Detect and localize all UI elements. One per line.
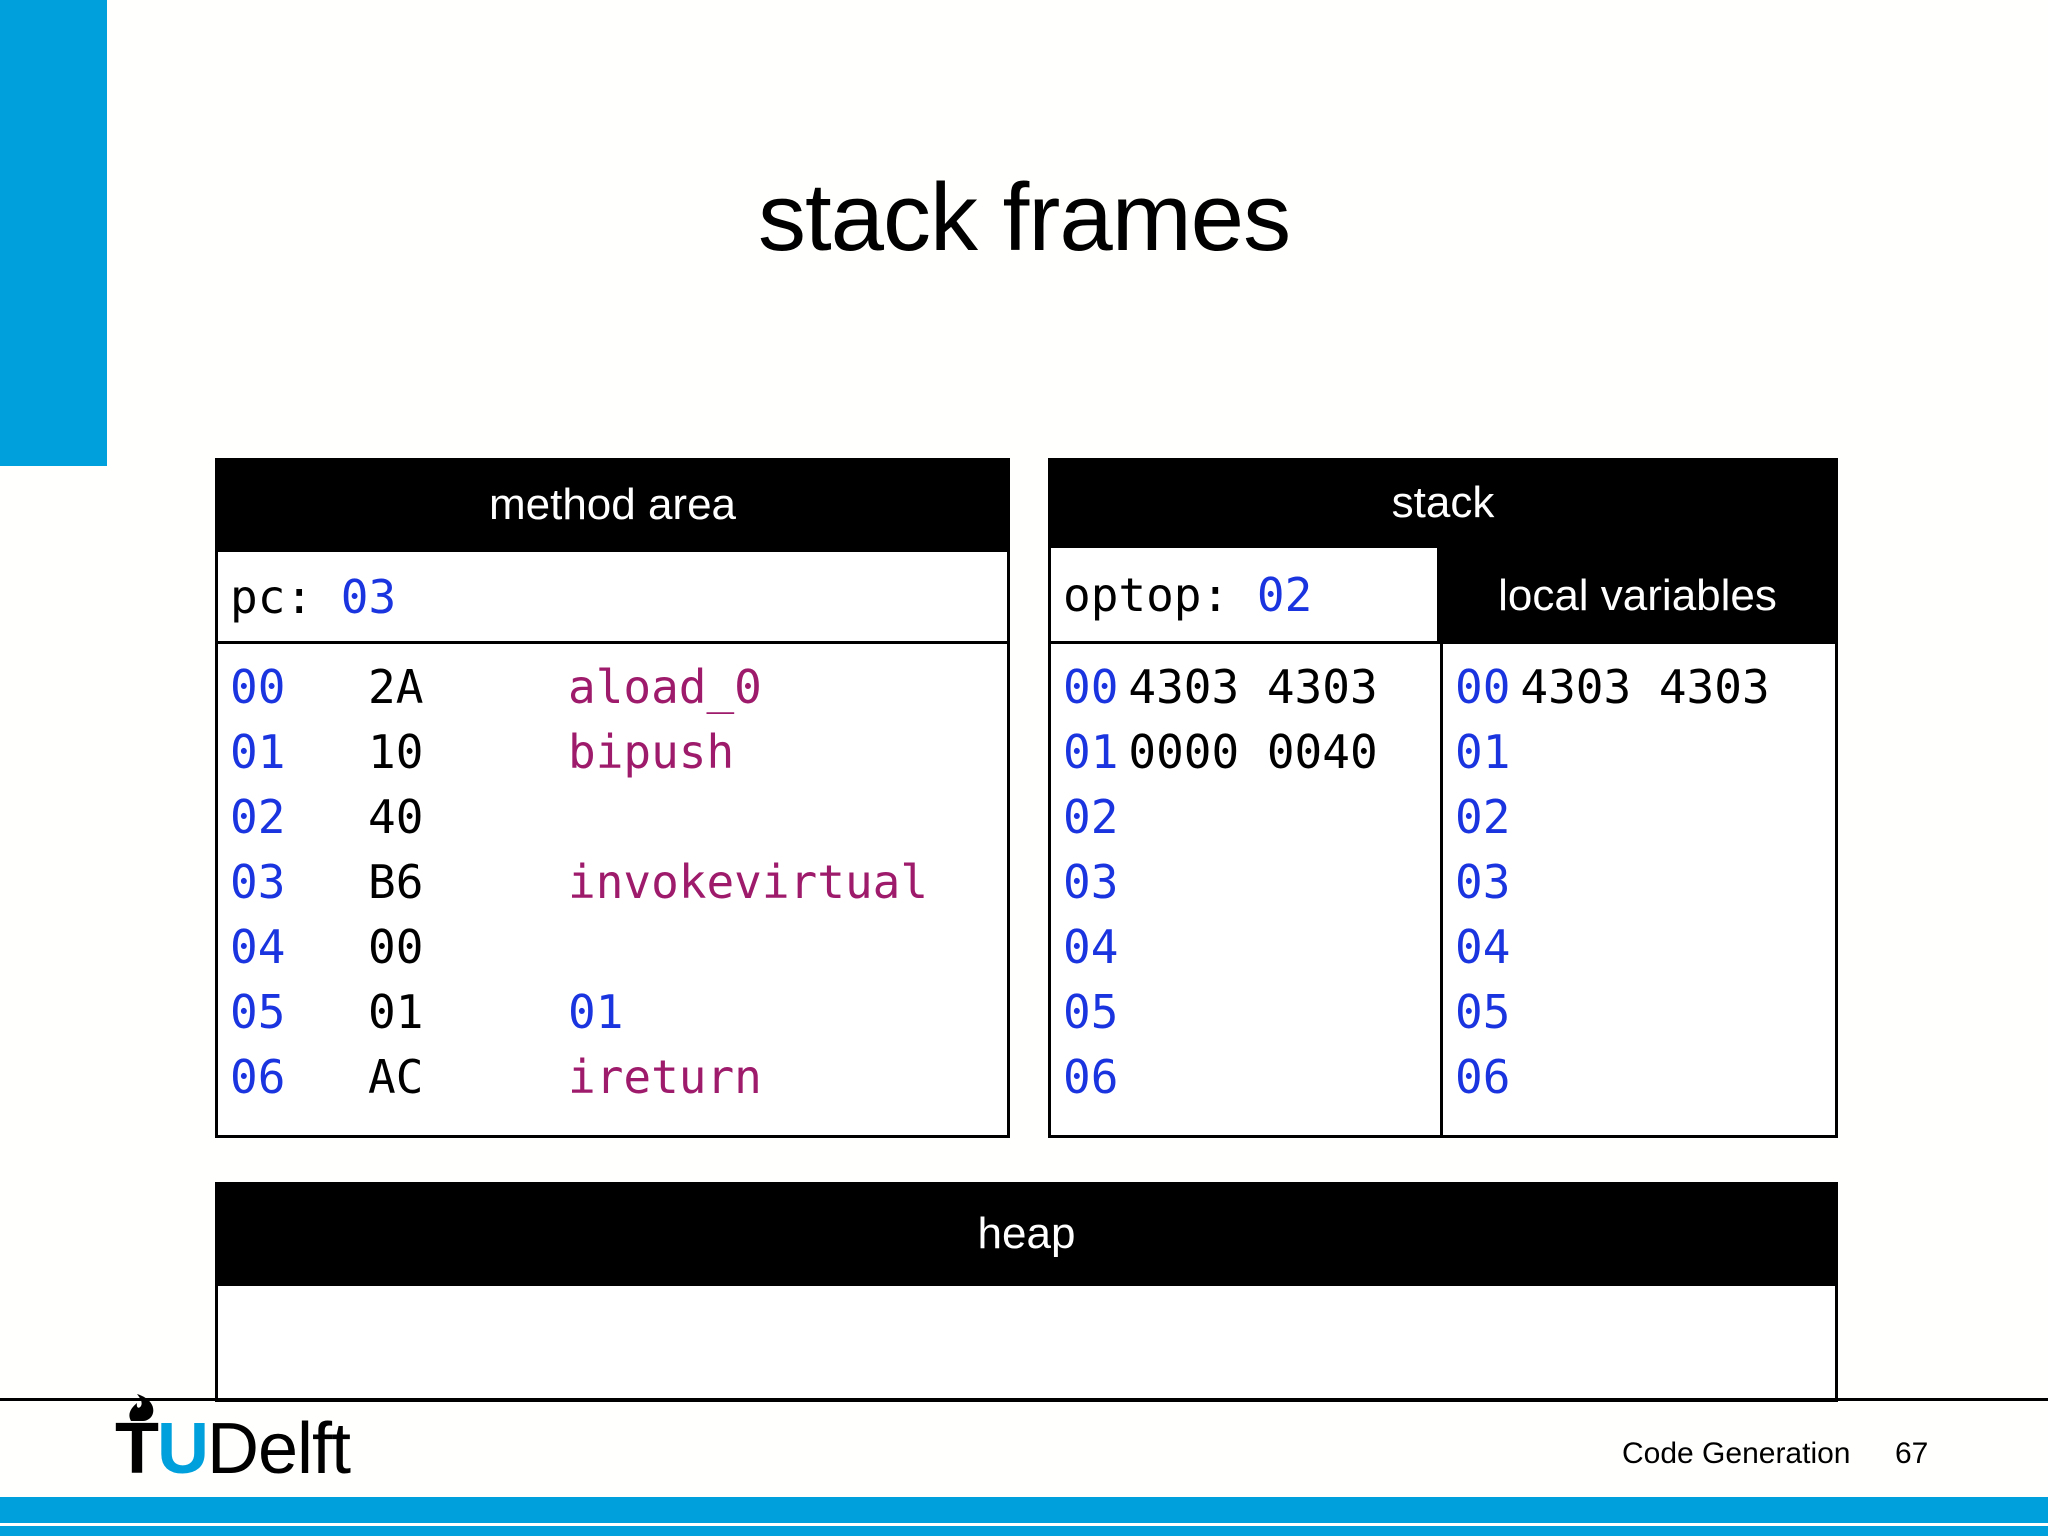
table-row: 06 AC ireturn <box>218 1044 1007 1109</box>
optop-value: 02 <box>1256 567 1313 622</box>
stack-panel: stack optop: 02 local variables 00 4303 … <box>1048 458 1838 1138</box>
bytecode-byte: B6 <box>368 854 424 909</box>
bytecode-listing: 00 2A aload_0 01 10 bipush 02 40 03 B6 i… <box>215 644 1010 1138</box>
slot-address: 04 <box>1455 919 1511 974</box>
table-row: 05 01 01 <box>218 979 1007 1044</box>
table-row: 04 00 <box>218 914 1007 979</box>
bytecode-mnemonic: aload_0 <box>568 659 762 714</box>
footer-page-number: 67 <box>1895 1437 1929 1470</box>
list-item: 04 <box>1443 914 1835 979</box>
bytecode-mnemonic: invokevirtual <box>568 854 929 909</box>
slot-address: 06 <box>1063 1049 1119 1104</box>
slot-address: 04 <box>1063 919 1119 974</box>
slot-address: 03 <box>1455 854 1511 909</box>
method-area-header: method area <box>215 458 1010 552</box>
list-item: 00 4303 4303 <box>1051 654 1440 719</box>
logo-wordmark: TUDelft <box>115 1393 351 1485</box>
bytecode-address: 00 <box>230 659 286 714</box>
local-variables-header: local variables <box>1440 548 1838 644</box>
list-item: 03 <box>1443 849 1835 914</box>
slot-address: 01 <box>1455 724 1511 779</box>
bytecode-mnemonic: 01 <box>568 984 624 1039</box>
footer-accent-bar-top <box>0 1497 2048 1523</box>
page-title: stack frames <box>757 164 1291 271</box>
slot-address: 00 <box>1455 659 1511 714</box>
list-item: 02 <box>1051 784 1440 849</box>
list-item: 04 <box>1051 914 1440 979</box>
logo-word-delft: Delft <box>206 1408 351 1489</box>
bytecode-address: 01 <box>230 724 286 779</box>
bytecode-address: 04 <box>230 919 286 974</box>
slot-value: 4303 4303 <box>1128 659 1378 714</box>
bytecode-address: 05 <box>230 984 286 1039</box>
optop-label: optop: <box>1063 567 1257 622</box>
bytecode-address: 06 <box>230 1049 286 1104</box>
stack-body: 00 4303 4303 01 0000 0040 02 03 04 <box>1048 644 1838 1138</box>
footer-accent-bar-bottom <box>0 1526 2048 1536</box>
slot-address: 02 <box>1455 789 1511 844</box>
bytecode-byte: 40 <box>368 789 424 844</box>
slot-value: 4303 4303 <box>1520 659 1770 714</box>
list-item: 06 <box>1443 1044 1835 1109</box>
method-area-panel: method area pc: 03 00 2A aload_0 01 10 b… <box>215 458 1010 1138</box>
operand-stack-column: 00 4303 4303 01 0000 0040 02 03 04 <box>1048 644 1440 1138</box>
accent-bar <box>0 0 107 466</box>
table-row: 02 40 <box>218 784 1007 849</box>
list-item: 03 <box>1051 849 1440 914</box>
optop-register-cell: optop: 02 <box>1048 548 1440 644</box>
bytecode-byte: 00 <box>368 919 424 974</box>
list-item: 01 0000 0040 <box>1051 719 1440 784</box>
footer-course-label: Code Generation <box>1622 1437 1851 1470</box>
list-item: 05 <box>1443 979 1835 1044</box>
pc-register-row: pc: 03 <box>215 552 1010 644</box>
table-row: 01 10 bipush <box>218 719 1007 784</box>
list-item: 05 <box>1051 979 1440 1044</box>
slot-address: 03 <box>1063 854 1119 909</box>
pc-value: 03 <box>340 569 397 624</box>
slot-address: 05 <box>1455 984 1511 1039</box>
heap-contents <box>215 1286 1838 1402</box>
table-row: 03 B6 invokevirtual <box>218 849 1007 914</box>
slot-address: 02 <box>1063 789 1119 844</box>
footer-divider <box>0 1398 2048 1401</box>
heap-panel: heap <box>215 1182 1838 1402</box>
slot-value: 0000 0040 <box>1128 724 1378 779</box>
slot-address: 00 <box>1063 659 1119 714</box>
heap-header: heap <box>215 1182 1838 1286</box>
slot-address: 06 <box>1455 1049 1511 1104</box>
local-variables-column: 00 4303 4303 01 02 03 04 <box>1440 644 1838 1138</box>
bytecode-mnemonic: bipush <box>568 724 735 779</box>
logo-letter-u: U <box>156 1408 209 1489</box>
table-row: 00 2A aload_0 <box>218 654 1007 719</box>
logo-letter-t: T <box>115 1408 159 1489</box>
bytecode-byte: 2A <box>368 659 424 714</box>
slot-address: 01 <box>1063 724 1119 779</box>
slot-address: 05 <box>1063 984 1119 1039</box>
list-item: 00 4303 4303 <box>1443 654 1835 719</box>
stack-header: stack <box>1048 458 1838 548</box>
bytecode-byte: AC <box>368 1049 424 1104</box>
bytecode-byte: 10 <box>368 724 424 779</box>
stack-subheader-row: optop: 02 local variables <box>1048 548 1838 644</box>
flame-icon <box>129 1393 154 1421</box>
list-item: 06 <box>1051 1044 1440 1109</box>
list-item: 01 <box>1443 719 1835 784</box>
bytecode-byte: 01 <box>368 984 424 1039</box>
pc-label: pc: <box>230 569 341 624</box>
list-item: 02 <box>1443 784 1835 849</box>
tudelft-logo: TUDelft <box>115 1393 351 1485</box>
bytecode-address: 03 <box>230 854 286 909</box>
bytecode-mnemonic: ireturn <box>568 1049 762 1104</box>
bytecode-address: 02 <box>230 789 286 844</box>
